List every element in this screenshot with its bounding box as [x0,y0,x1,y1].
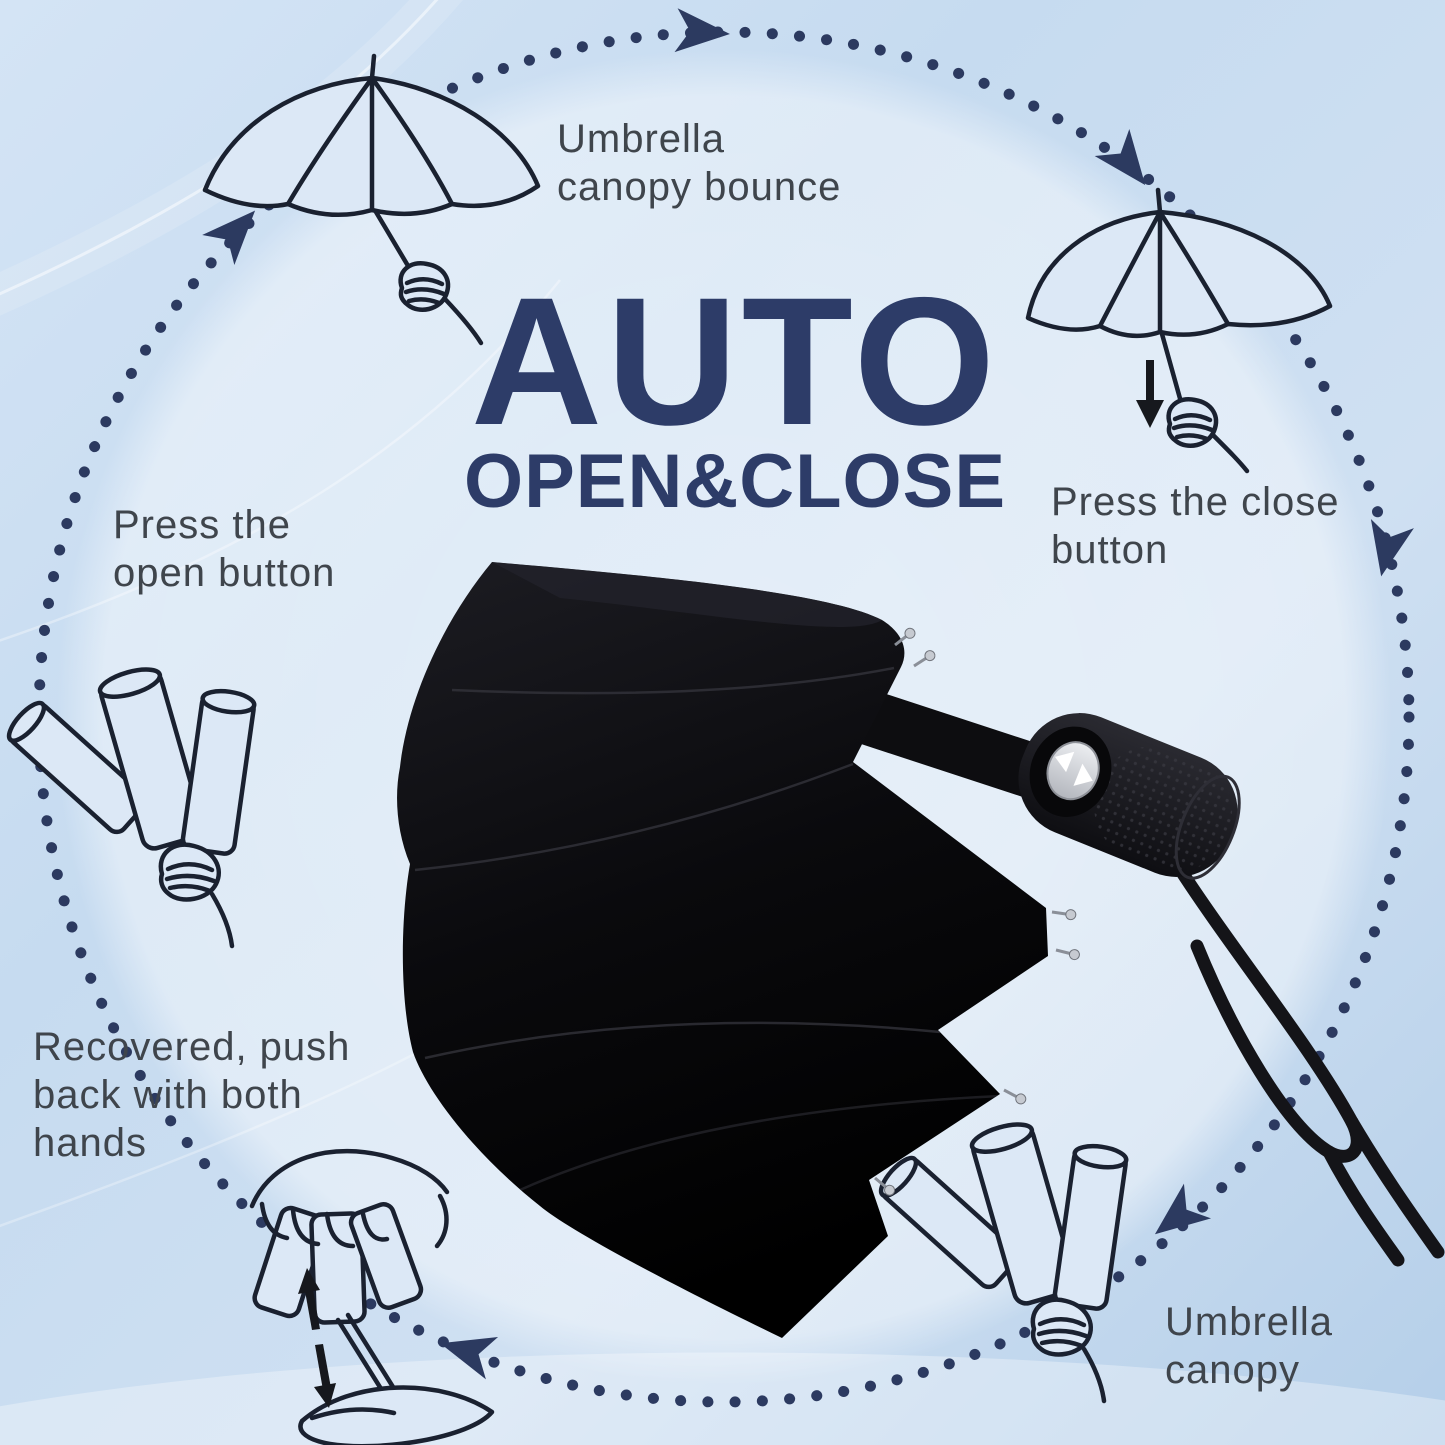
cycle-arrowhead-bottomright-icon [1154,1183,1212,1235]
title-auto: AUTO [470,259,1000,463]
cycle-arrowhead-top-icon [674,8,730,53]
label-line: Umbrella [1165,1300,1334,1344]
title-open-close: OPEN&CLOSE [463,439,1007,524]
cycle-arrowhead-left-icon [202,210,256,266]
umbrella-neck [855,688,1045,802]
label-line: button [1051,528,1169,572]
label-line: back with both [33,1073,303,1117]
cycle-arrowhead-right-icon [1370,518,1414,577]
double-arrow-icon [298,1268,336,1408]
label-line: hands [33,1121,147,1165]
step-recovered-label: Recovered, push back with both hands [33,1023,350,1167]
cycle-arrowhead-bottom-icon [440,1337,499,1380]
label-line: Press the [113,503,291,547]
label-line: open button [113,551,336,595]
umbrella-handle [1018,713,1241,880]
step-umbrella-canopy-label: Umbrella canopy [1165,1298,1333,1394]
step-press-close-label: Press the close button [1051,478,1339,574]
label-line: Press the close [1051,480,1340,524]
open-umbrella-hand-icon [202,53,541,346]
label-line: Recovered, push [33,1025,351,1069]
folded-umbrella-photo [397,562,1445,1338]
umbrella-canopy-folded [397,562,1049,1338]
umbrella-fold-seams [414,562,1001,1192]
step-canopy-bounce-label: Umbrella canopy bounce [557,115,841,211]
wrist-strap [1171,859,1445,1267]
page-title: AUTO OPEN&CLOSE [390,270,1080,520]
label-line: canopy bounce [557,165,842,209]
push-back-hands-icon [249,1148,495,1445]
press-close-umbrella-icon [1025,187,1333,474]
label-line: Umbrella [557,117,726,161]
step-press-open-label: Press the open button [113,501,335,597]
down-arrow-icon [1136,360,1164,428]
label-line: canopy [1165,1348,1300,1392]
rib-tips [874,627,1080,1196]
cycle-arrowhead-topright-icon [1094,128,1146,186]
